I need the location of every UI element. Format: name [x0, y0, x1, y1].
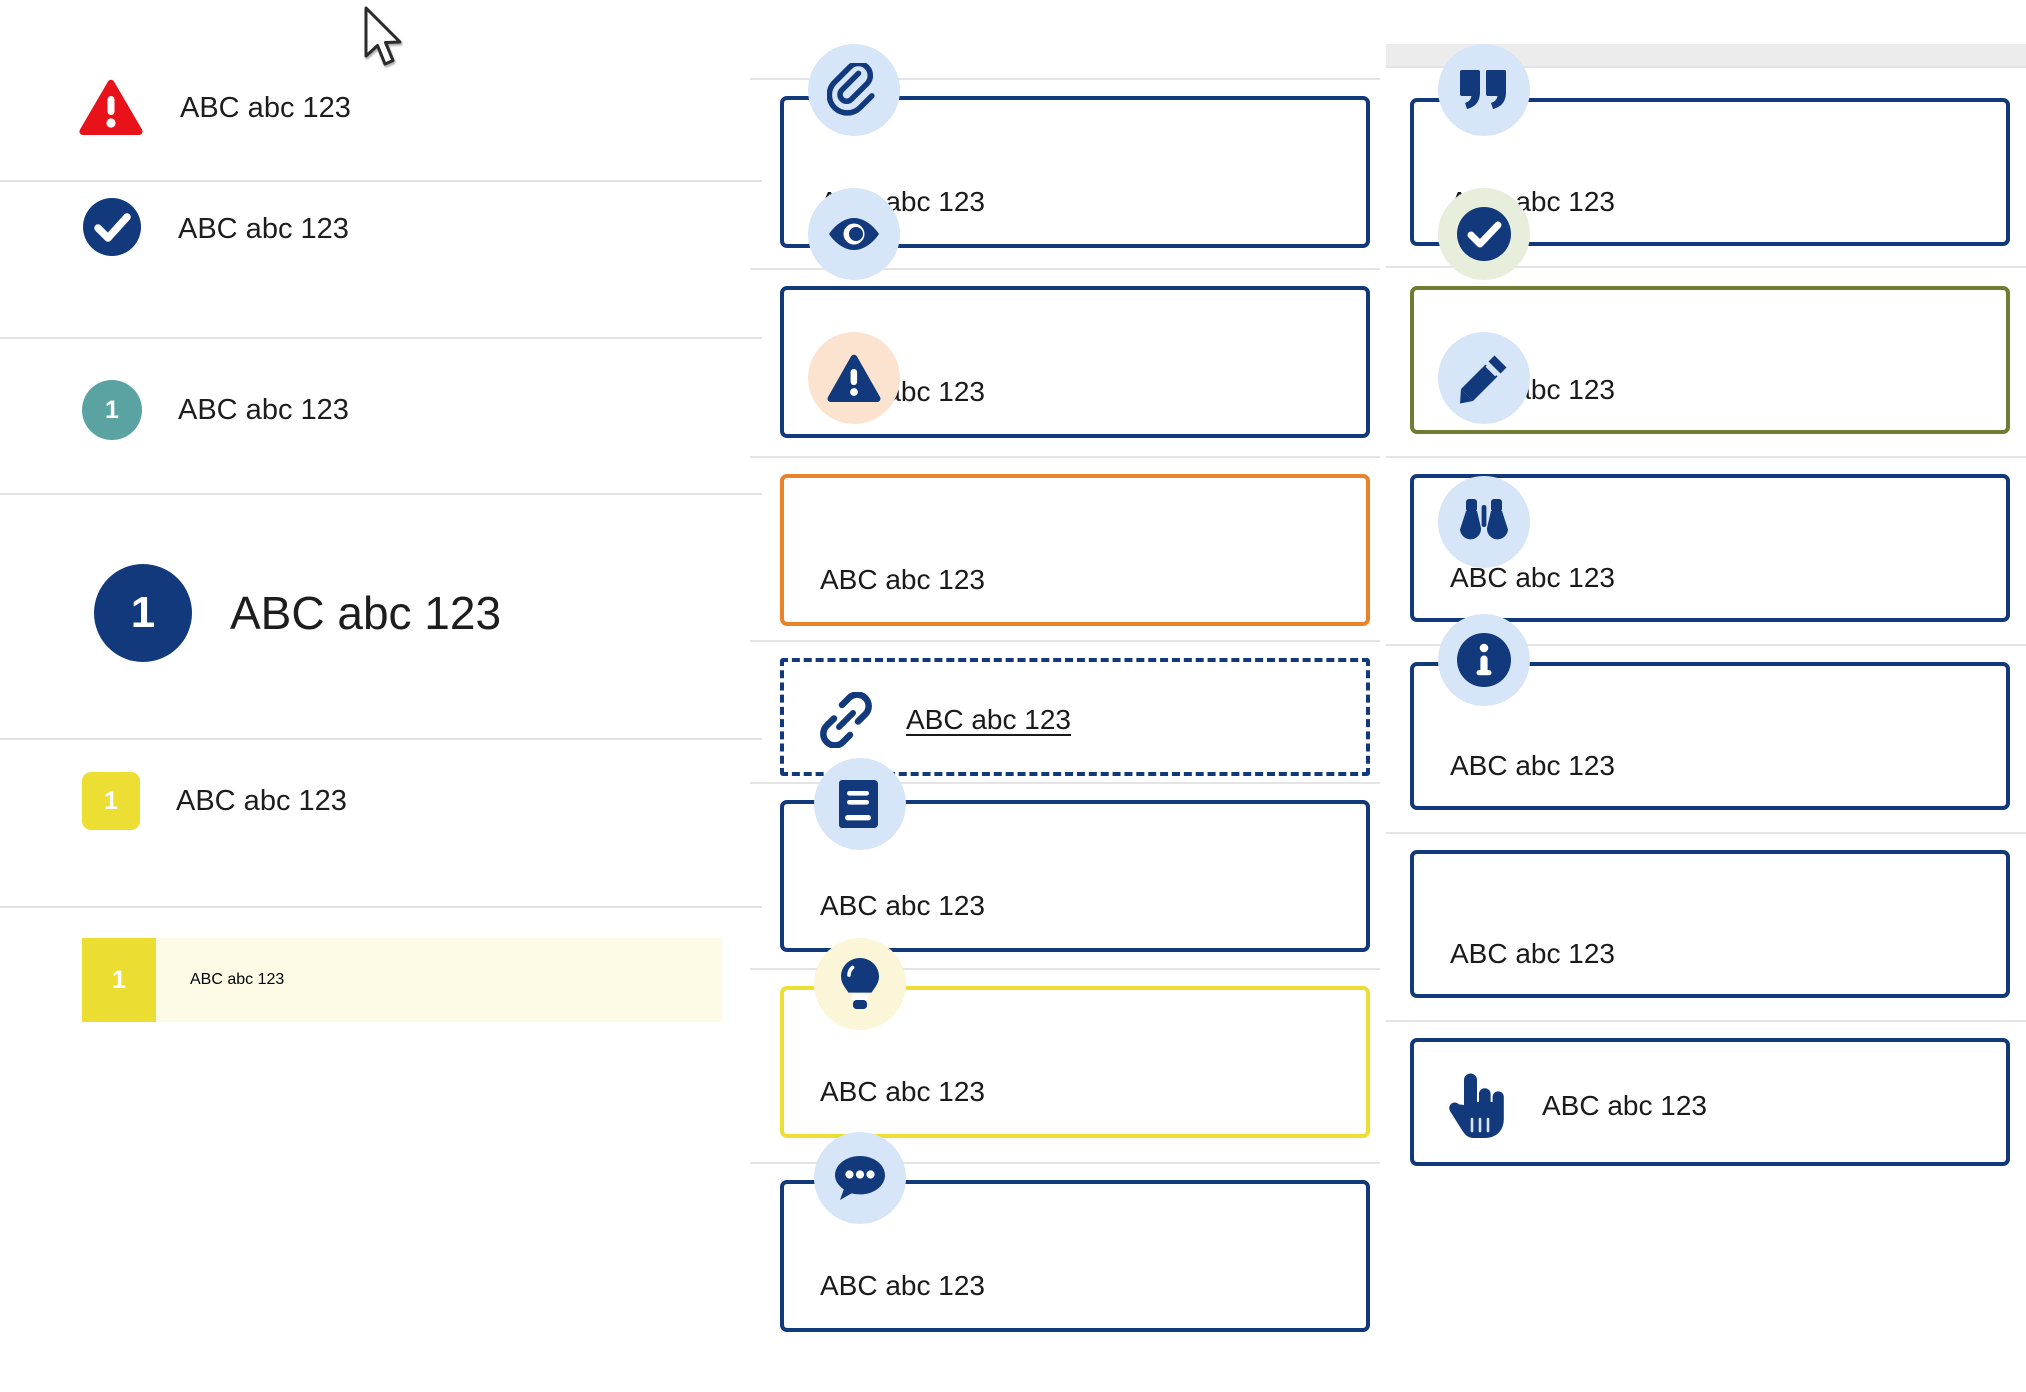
card-separator — [1386, 644, 2026, 646]
warning-triangle-icon — [808, 332, 900, 424]
eye-icon — [808, 188, 900, 280]
card-separator — [1386, 832, 2026, 834]
list-item-label: ABC abc 123 — [180, 91, 351, 124]
card-info[interactable]: ABC abc 123 — [1410, 850, 2010, 998]
card-separator — [1386, 456, 2026, 458]
card-action[interactable]: ABC abc 123 — [1410, 1038, 2010, 1166]
card-link-label[interactable]: ABC abc 123 — [906, 704, 1071, 735]
list-item-label: ABC abc 123 — [178, 213, 349, 245]
list-separator — [0, 738, 762, 740]
panel-top-strip — [1386, 44, 2026, 66]
chat-bubble-icon — [814, 1132, 906, 1224]
check-circle-icon — [1438, 188, 1530, 280]
card-separator — [750, 268, 1380, 270]
card-separator — [1386, 266, 2026, 268]
number-badge-square: 1 — [82, 772, 140, 830]
link-chain-icon — [810, 684, 882, 756]
check-circle-icon — [82, 197, 142, 262]
list-item-check[interactable]: ABC abc 123 — [82, 197, 349, 262]
list-separator — [0, 493, 762, 495]
binoculars-icon — [1438, 476, 1530, 568]
list-item-label: ABC abc 123 — [176, 784, 347, 817]
badge-number: 1 — [130, 588, 156, 637]
card-label: ABC abc 123 — [1450, 938, 1615, 969]
card-separator — [750, 78, 1380, 80]
warning-triangle-icon — [78, 78, 144, 138]
number-badge-large: 1 — [94, 564, 192, 662]
card-label: ABC abc 123 — [820, 1076, 985, 1107]
card-label: ABC abc 123 — [820, 564, 985, 595]
info-circle-icon — [1438, 614, 1530, 706]
card-label: ABC abc 123 — [820, 1270, 985, 1301]
card-warning[interactable]: ABC abc 123 — [780, 474, 1370, 626]
badge-number: 1 — [112, 965, 126, 994]
left-list-panel: ABC abc 123 ABC abc 123 1 ABC abc 123 1 … — [0, 0, 762, 1392]
list-item-label: ABC abc 123 — [230, 587, 502, 639]
list-item-teal[interactable]: 1 ABC abc 123 — [82, 380, 349, 440]
list-separator — [0, 180, 762, 182]
paperclip-icon — [808, 44, 900, 136]
list-separator — [0, 337, 762, 339]
card-separator — [750, 456, 1380, 458]
card-separator — [750, 782, 1380, 784]
pencil-icon — [1438, 332, 1530, 424]
list-item-label: ABC abc 123 — [178, 393, 349, 426]
mouse-pointer-icon — [362, 6, 408, 70]
card-label: ABC abc 123 — [1542, 1090, 1707, 1121]
list-item-highlighted[interactable]: 1 ABC abc 123 — [82, 938, 722, 1022]
highlight-badge: 1 — [82, 938, 156, 1022]
card-separator — [750, 640, 1380, 642]
hand-pointer-icon — [1436, 1060, 1516, 1152]
badge-number: 1 — [104, 786, 118, 815]
badge-number: 1 — [105, 395, 119, 424]
card-label: ABC abc 123 — [820, 890, 985, 921]
card-label: ABC abc 123 — [1450, 750, 1615, 781]
quote-marks-icon — [1438, 44, 1530, 136]
card-separator — [750, 1162, 1380, 1164]
list-separator — [0, 906, 762, 908]
list-item-yellow[interactable]: 1 ABC abc 123 — [82, 772, 347, 830]
list-item-label: ABC abc 123 — [190, 971, 285, 988]
list-item-alert[interactable]: ABC abc 123 — [78, 78, 351, 138]
list-item-feature[interactable]: 1 ABC abc 123 — [94, 564, 501, 662]
card-link[interactable]: ABC abc 123 — [780, 658, 1370, 776]
number-badge-circle: 1 — [82, 380, 142, 440]
lightbulb-icon — [814, 938, 906, 1030]
card-separator — [750, 968, 1380, 970]
card-separator — [1386, 1020, 2026, 1022]
card-separator — [1386, 66, 2026, 68]
book-icon — [814, 758, 906, 850]
